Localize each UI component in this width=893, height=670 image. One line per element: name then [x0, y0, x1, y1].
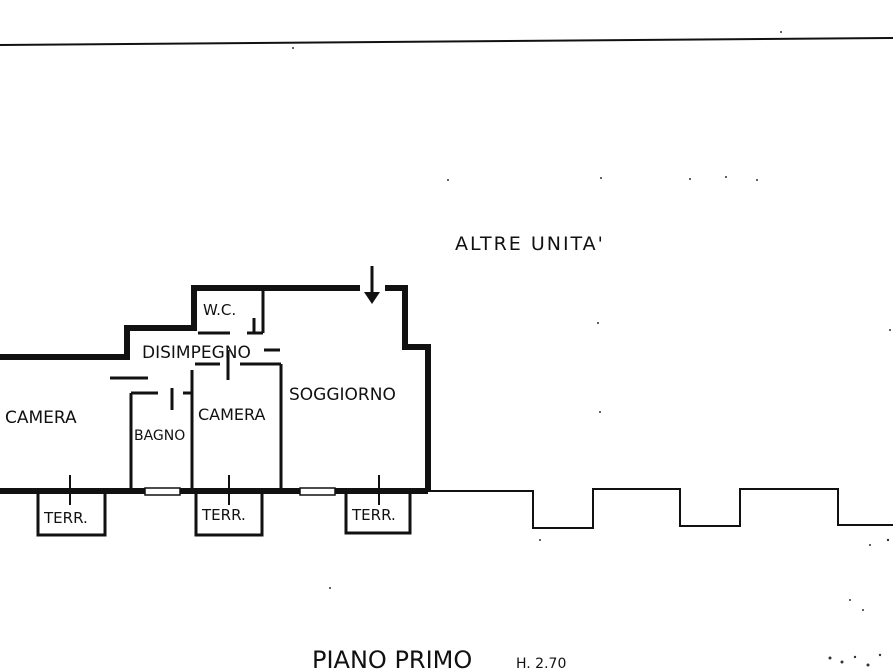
label-terr-left: TERR.: [43, 509, 88, 527]
label-bagno: BAGNO: [134, 428, 185, 444]
label-disimpegno: DISIMPEGNO: [142, 343, 251, 363]
terrace-doors: [69, 475, 380, 505]
scan-specks: [292, 31, 891, 667]
entrance-arrow: [364, 266, 380, 304]
label-terr-right: TERR.: [351, 506, 396, 524]
label-piano: PIANO PRIMO: [312, 646, 472, 670]
exterior-walls: [0, 285, 431, 491]
neighbour-facade-line: [428, 488, 893, 529]
label-altre-unita: ALTRE UNITA': [455, 233, 605, 255]
top-border-line: [0, 37, 893, 46]
label-height: H. 2.70: [516, 656, 566, 670]
window-openings: [144, 487, 336, 496]
label-camera-left: CAMERA: [5, 408, 77, 428]
label-terr-center: TERR.: [201, 506, 246, 524]
label-wc: W.C.: [203, 301, 236, 319]
label-soggiorno: SOGGIORNO: [289, 385, 396, 405]
label-camera-center: CAMERA: [198, 405, 266, 424]
terraces: [36, 491, 412, 537]
interior-walls: [110, 288, 283, 491]
